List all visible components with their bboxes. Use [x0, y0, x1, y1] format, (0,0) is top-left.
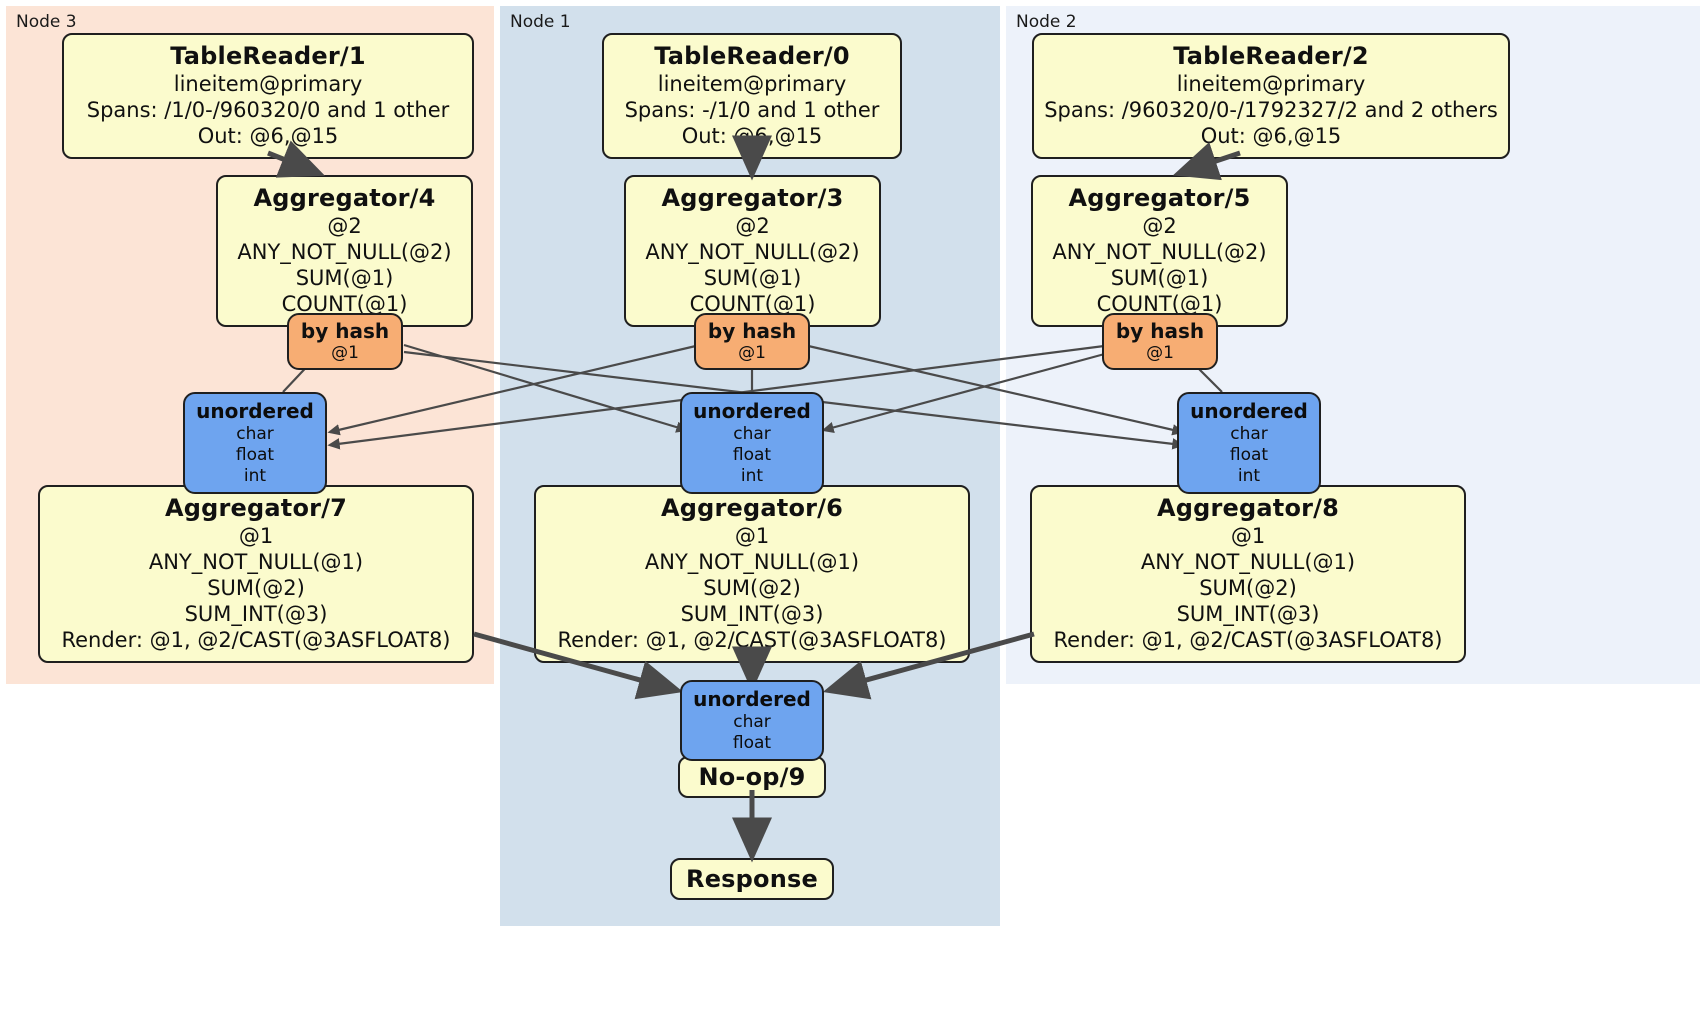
aggregator-4-line-3: COUNT(@1) [281, 292, 408, 316]
aggregator-8-line-2: SUM(@2) [1199, 576, 1297, 600]
synchronizer-final-title: unordered [693, 687, 811, 711]
synchronizer-right-title: unordered [1190, 399, 1308, 423]
aggregator-3-line-0: @2 [735, 214, 770, 238]
router-by-hash-left[interactable]: by hash @1 [287, 313, 403, 370]
processor-noop-9[interactable]: No-op/9 [678, 756, 826, 798]
synchronizer-mid-type-0: char [733, 424, 771, 444]
processor-tablereader-2[interactable]: TableReader/2 lineitem@primary Spans: /9… [1032, 33, 1510, 159]
synchronizer-mid-type-1: float [732, 445, 772, 465]
aggregator-5-line-2: SUM(@1) [1110, 266, 1209, 290]
tablereader-2-line-1: Spans: /960320/0-/1792327/2 and 2 others [1044, 98, 1498, 122]
synchronizer-left[interactable]: unordered char float int [183, 392, 327, 494]
processor-response[interactable]: Response [670, 858, 834, 900]
cluster-node-3-label: Node 3 [16, 12, 77, 32]
aggregator-8-title: Aggregator/8 [1156, 494, 1340, 522]
tablereader-1-line-1: Spans: /1/0-/960320/0 and 1 other [86, 98, 450, 122]
tablereader-1-line-2: Out: @6,@15 [197, 124, 339, 148]
processor-aggregator-7[interactable]: Aggregator/7 @1 ANY_NOT_NULL(@1) SUM(@2)… [38, 485, 474, 663]
router-by-hash-right[interactable]: by hash @1 [1102, 313, 1218, 370]
tablereader-1-title: TableReader/1 [170, 42, 366, 70]
tablereader-1-line-0: lineitem@primary [173, 72, 363, 96]
processor-aggregator-8[interactable]: Aggregator/8 @1 ANY_NOT_NULL(@1) SUM(@2)… [1030, 485, 1466, 663]
aggregator-7-line-1: ANY_NOT_NULL(@1) [148, 550, 364, 574]
router-right-title: by hash [1115, 319, 1205, 343]
synchronizer-right-type-1: float [1229, 445, 1269, 465]
synchronizer-final-type-0: char [733, 712, 771, 732]
aggregator-8-line-0: @1 [1230, 524, 1266, 548]
processor-tablereader-0[interactable]: TableReader/0 lineitem@primary Spans: -/… [602, 33, 902, 159]
aggregator-7-line-2: SUM(@2) [207, 576, 305, 600]
synchronizer-mid[interactable]: unordered char float int [680, 392, 824, 494]
synchronizer-right-type-2: int [1237, 466, 1261, 486]
tablereader-0-title: TableReader/0 [654, 42, 850, 70]
processor-aggregator-4[interactable]: Aggregator/4 @2 ANY_NOT_NULL(@2) SUM(@1)… [216, 175, 473, 327]
processor-tablereader-1[interactable]: TableReader/1 lineitem@primary Spans: /1… [62, 33, 474, 159]
aggregator-3-title: Aggregator/3 [661, 184, 844, 212]
synchronizer-left-type-1: float [235, 445, 275, 465]
aggregator-8-line-1: ANY_NOT_NULL(@1) [1140, 550, 1356, 574]
tablereader-2-title: TableReader/2 [1173, 42, 1369, 70]
aggregator-6-line-3: SUM_INT(@3) [680, 602, 824, 626]
synchronizer-mid-title: unordered [693, 399, 811, 423]
cluster-node-1-label: Node 1 [510, 12, 571, 32]
processor-aggregator-3[interactable]: Aggregator/3 @2 ANY_NOT_NULL(@2) SUM(@1)… [624, 175, 881, 327]
cluster-node-2-label: Node 2 [1016, 12, 1077, 32]
tablereader-0-line-1: Spans: -/1/0 and 1 other [624, 98, 880, 122]
noop-9-title: No-op/9 [698, 763, 806, 791]
aggregator-5-title: Aggregator/5 [1068, 184, 1251, 212]
aggregator-8-line-4: Render: @1, @2/CAST(@3ASFLOAT8) [1053, 628, 1443, 652]
synchronizer-final-type-1: float [732, 733, 772, 753]
aggregator-5-line-1: ANY_NOT_NULL(@2) [1052, 240, 1267, 264]
aggregator-7-line-0: @1 [238, 524, 274, 548]
aggregator-6-line-4: Render: @1, @2/CAST(@3ASFLOAT8) [557, 628, 947, 652]
router-by-hash-mid[interactable]: by hash @1 [694, 313, 810, 370]
synchronizer-left-type-0: char [236, 424, 274, 444]
aggregator-5-line-3: COUNT(@1) [1096, 292, 1223, 316]
aggregator-6-line-0: @1 [734, 524, 770, 548]
aggregator-4-title: Aggregator/4 [253, 184, 436, 212]
tablereader-0-line-0: lineitem@primary [657, 72, 847, 96]
tablereader-2-line-0: lineitem@primary [1176, 72, 1366, 96]
aggregator-4-line-0: @2 [327, 214, 362, 238]
router-left-title: by hash [300, 319, 390, 343]
router-mid-title: by hash [707, 319, 797, 343]
router-mid-sub: @1 [738, 343, 766, 363]
router-left-sub: @1 [331, 343, 359, 363]
synchronizer-right-type-0: char [1230, 424, 1268, 444]
aggregator-7-line-3: SUM_INT(@3) [184, 602, 328, 626]
synchronizer-final[interactable]: unordered char float [680, 680, 824, 761]
tablereader-0-line-2: Out: @6,@15 [681, 124, 823, 148]
aggregator-4-line-1: ANY_NOT_NULL(@2) [237, 240, 452, 264]
aggregator-6-line-2: SUM(@2) [703, 576, 801, 600]
aggregator-3-line-2: SUM(@1) [703, 266, 802, 290]
aggregator-7-title: Aggregator/7 [164, 494, 348, 522]
aggregator-5-line-0: @2 [1142, 214, 1177, 238]
synchronizer-right[interactable]: unordered char float int [1177, 392, 1321, 494]
processor-aggregator-5[interactable]: Aggregator/5 @2 ANY_NOT_NULL(@2) SUM(@1)… [1031, 175, 1288, 327]
response-title: Response [686, 865, 818, 893]
tablereader-2-line-2: Out: @6,@15 [1200, 124, 1342, 148]
aggregator-6-line-1: ANY_NOT_NULL(@1) [644, 550, 860, 574]
aggregator-7-line-4: Render: @1, @2/CAST(@3ASFLOAT8) [61, 628, 451, 652]
synchronizer-left-title: unordered [196, 399, 314, 423]
aggregator-3-line-1: ANY_NOT_NULL(@2) [645, 240, 860, 264]
synchronizer-mid-type-2: int [740, 466, 764, 486]
aggregator-3-line-3: COUNT(@1) [689, 292, 816, 316]
aggregator-6-title: Aggregator/6 [660, 494, 844, 522]
aggregator-8-line-3: SUM_INT(@3) [1176, 602, 1320, 626]
router-right-sub: @1 [1146, 343, 1174, 363]
aggregator-4-line-2: SUM(@1) [295, 266, 394, 290]
synchronizer-left-type-2: int [243, 466, 267, 486]
processor-aggregator-6[interactable]: Aggregator/6 @1 ANY_NOT_NULL(@1) SUM(@2)… [534, 485, 970, 663]
